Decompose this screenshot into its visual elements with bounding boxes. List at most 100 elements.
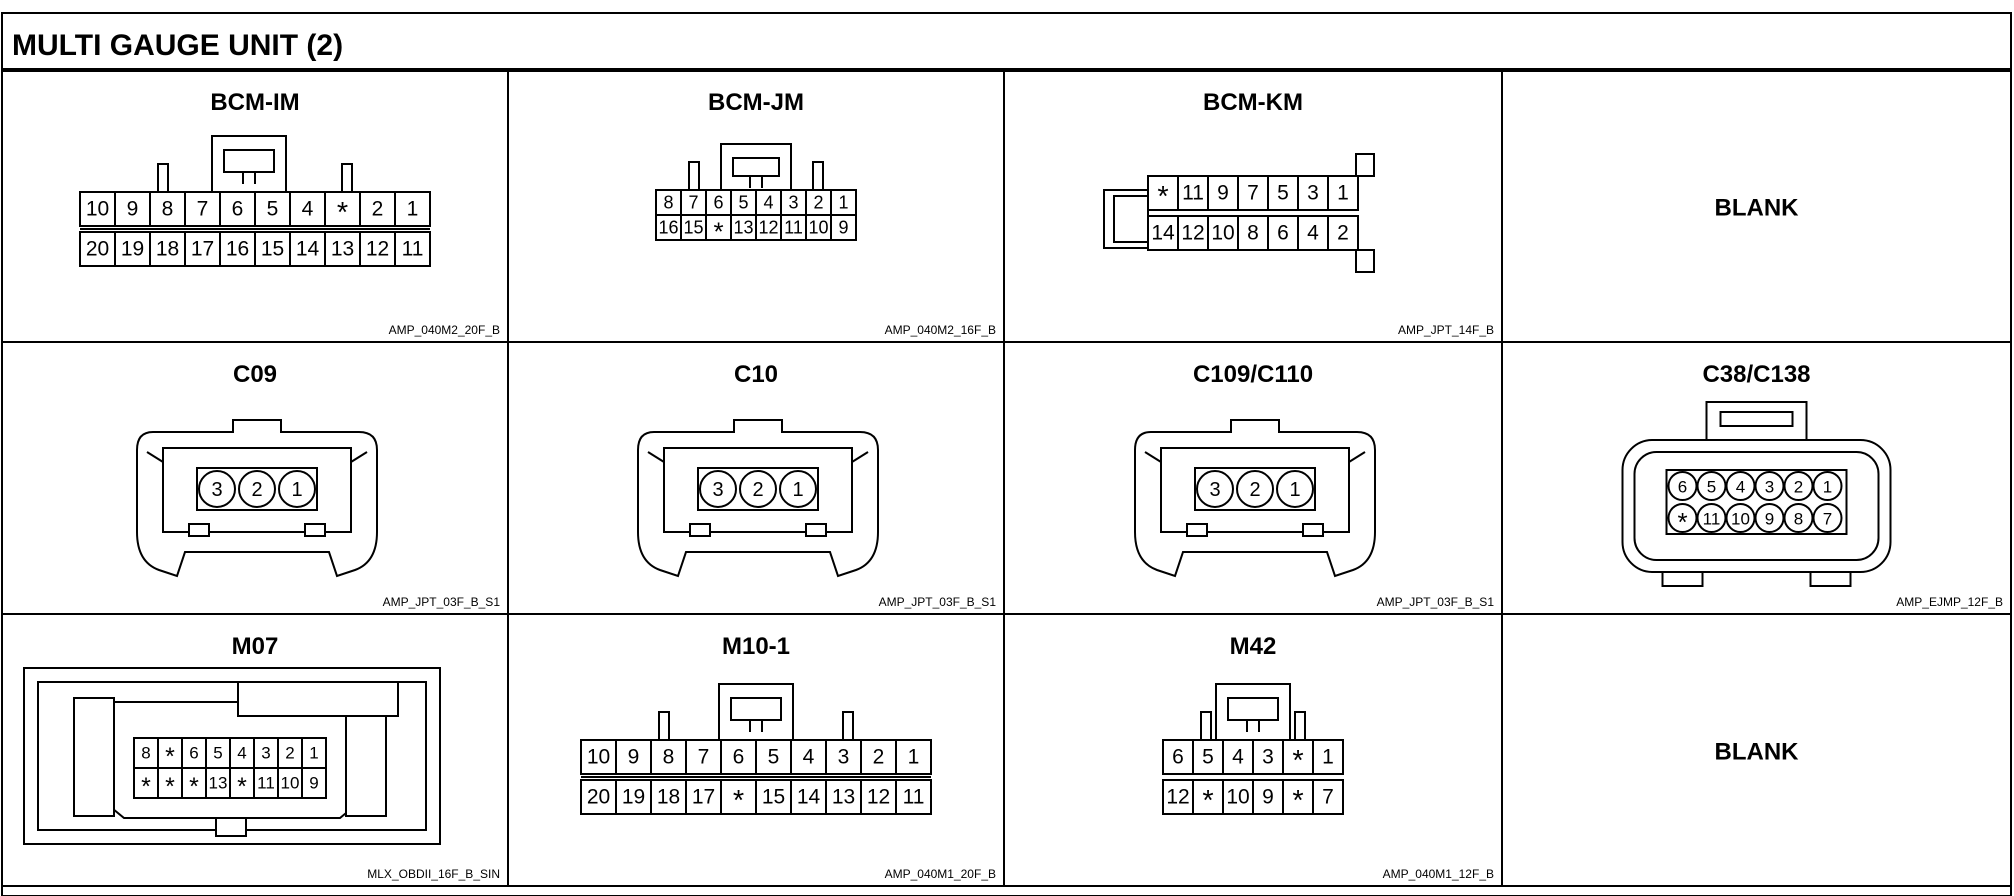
pin-number: 7 [688, 193, 698, 213]
pin-number: 6 [713, 193, 723, 213]
pin-number: 7 [1823, 510, 1832, 529]
pin-number: 6 [189, 744, 198, 763]
pin-number: 11 [1703, 510, 1721, 529]
pin-number: 12 [1181, 222, 1204, 245]
part-number: AMP_040M1_12F_B [1383, 867, 1494, 881]
pin-number: 5 [213, 744, 222, 763]
pin-number: 3 [1262, 746, 1274, 769]
pin-number: 1 [309, 744, 318, 763]
outline-rect [1227, 697, 1279, 721]
outline-rect [688, 161, 700, 191]
connector-title: M42 [1230, 633, 1277, 660]
empty-pin-marker: * [337, 197, 348, 229]
outline-rect [732, 157, 780, 177]
outline-line [647, 451, 665, 463]
outline-rect [689, 523, 711, 537]
outline-rect [1355, 249, 1375, 273]
empty-pin-marker: * [1677, 507, 1687, 537]
pin-number: 8 [1794, 510, 1803, 529]
empty-pin-marker: * [713, 217, 723, 247]
part-number: AMP_JPT_14F_B [1398, 323, 1494, 337]
connector-title: BCM-IM [210, 89, 299, 116]
part-number: AMP_EJMP_12F_B [1896, 595, 2003, 609]
outline-line [1144, 451, 1162, 463]
pin-number: 3 [211, 479, 222, 501]
empty-pin-marker: * [733, 785, 744, 817]
connector-cell: BLANK [1715, 739, 1800, 766]
outline-rect [304, 523, 326, 537]
pin-number: 1 [838, 193, 848, 213]
pin-number: 7 [1247, 182, 1259, 205]
pin-number: 4 [1736, 478, 1745, 497]
pin-number: 9 [838, 218, 848, 238]
page-title: MULTI GAUGE UNIT (2) [12, 29, 343, 62]
pin-number: 2 [372, 198, 384, 221]
connector-title: C38/C138 [1702, 361, 1810, 388]
outer-frame [1, 12, 2012, 896]
pin-number: 12 [1166, 786, 1189, 809]
pin-number: 6 [733, 746, 745, 769]
part-number: AMP_040M2_20F_B [389, 323, 500, 337]
pin-number: 8 [663, 746, 675, 769]
pin-number: 5 [768, 746, 780, 769]
pin-number: 8 [162, 198, 174, 221]
pin-number: 7 [197, 198, 209, 221]
pin-socket [198, 470, 236, 508]
pin-number: 3 [1765, 478, 1774, 497]
pin-number: 1 [407, 198, 419, 221]
pin-number: 5 [267, 198, 279, 221]
connector-title: C10 [734, 361, 778, 388]
connector-title: C109/C110 [1193, 361, 1313, 388]
pin-number: 3 [261, 744, 270, 763]
outline-rect [1200, 711, 1212, 741]
pin-number: 14 [797, 786, 821, 809]
pin-number: 9 [309, 774, 318, 793]
empty-pin-marker: * [1157, 181, 1168, 213]
outline-rect [73, 697, 115, 817]
outline-rect [1294, 711, 1306, 741]
pin-number: 3 [788, 193, 798, 213]
part-number: AMP_JPT_03F_B_S1 [1377, 595, 1495, 609]
pin-number: 2 [873, 746, 885, 769]
blank-label: BLANK [1715, 739, 1800, 766]
pin-socket [739, 470, 777, 508]
pin-number: 6 [1172, 746, 1184, 769]
pin-number: 15 [683, 218, 703, 238]
part-number: AMP_JPT_03F_B_S1 [879, 595, 997, 609]
outline-line [1348, 451, 1366, 463]
outline-rect [730, 697, 782, 721]
connector-title: M10-1 [722, 633, 790, 660]
empty-pin-marker: * [165, 773, 175, 801]
pin-number: 1 [1322, 746, 1334, 769]
pin-number: 1 [792, 479, 803, 501]
outline-rect [805, 523, 827, 537]
pin-socket [1196, 470, 1234, 508]
pin-number: 12 [366, 238, 389, 261]
pin-number: 2 [1337, 222, 1349, 245]
pin-socket [278, 470, 316, 508]
pin-socket [1276, 470, 1314, 508]
pin-number: 1 [291, 479, 302, 501]
pin-number: 10 [808, 218, 828, 238]
pin-number: 4 [763, 193, 773, 213]
pin-number: 9 [1217, 182, 1229, 205]
outline-line [146, 451, 164, 463]
pin-number: 7 [1322, 786, 1334, 809]
pin-number: 13 [832, 786, 855, 809]
pin-number: 19 [121, 238, 144, 261]
pin-number: 16 [226, 238, 249, 261]
pin-socket [1812, 503, 1843, 533]
outline-rect [1186, 523, 1208, 537]
pin-number: 5 [738, 193, 748, 213]
empty-pin-marker: * [1292, 745, 1303, 777]
pin-socket [699, 470, 737, 508]
pin-number: 4 [302, 198, 314, 221]
pin-number: 2 [813, 193, 823, 213]
pin-number: 11 [784, 218, 803, 238]
